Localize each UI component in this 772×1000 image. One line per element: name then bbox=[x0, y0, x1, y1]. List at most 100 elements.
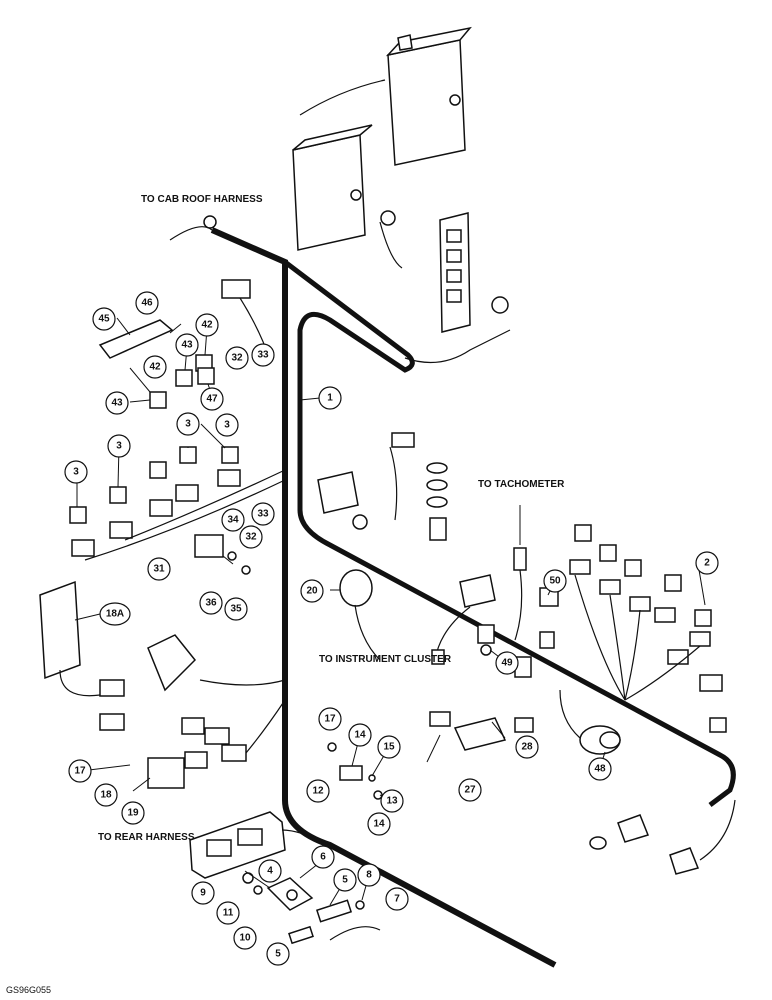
callout-number: 33 bbox=[257, 509, 269, 520]
callout-42: 42 bbox=[143, 355, 167, 379]
callout-number: 5 bbox=[342, 875, 348, 886]
callout-50: 50 bbox=[543, 569, 567, 593]
callout-49: 49 bbox=[495, 651, 519, 675]
callout-number: 18 bbox=[100, 790, 112, 801]
callout-number: 31 bbox=[153, 564, 165, 575]
callout-2: 2 bbox=[695, 551, 719, 575]
callout-circle bbox=[251, 502, 275, 526]
callout-17: 17 bbox=[318, 707, 342, 731]
callout-number: 49 bbox=[501, 658, 513, 669]
callout-number: 3 bbox=[224, 420, 230, 431]
callout-36: 36 bbox=[199, 591, 223, 615]
callout-number: 28 bbox=[521, 742, 533, 753]
callout-46: 46 bbox=[135, 291, 159, 315]
callout-17: 17 bbox=[68, 759, 92, 783]
callout-number: 20 bbox=[306, 586, 318, 597]
callout-number: 17 bbox=[74, 766, 86, 777]
callout-number: 42 bbox=[201, 320, 213, 331]
callout-number: 7 bbox=[394, 894, 400, 905]
callout-18a: 18A bbox=[99, 602, 131, 626]
callout-19: 19 bbox=[121, 801, 145, 825]
relay-mount-12 bbox=[327, 742, 383, 800]
callout-number: 19 bbox=[127, 808, 139, 819]
callout-circle bbox=[385, 887, 409, 911]
callout-circle bbox=[233, 926, 257, 950]
callout-33: 33 bbox=[251, 343, 275, 367]
module-18a bbox=[39, 580, 101, 697]
callout-circle bbox=[135, 291, 159, 315]
callout-number: 11 bbox=[223, 908, 234, 919]
callout-circle bbox=[588, 757, 612, 781]
callout-9: 9 bbox=[191, 881, 215, 905]
callout-circle bbox=[239, 525, 263, 549]
callout-circle bbox=[215, 413, 239, 437]
callout-circle bbox=[225, 346, 249, 370]
callout-number: 36 bbox=[205, 598, 217, 609]
rear-harness-connector bbox=[189, 811, 331, 879]
buzzer-20 bbox=[339, 569, 381, 661]
callout-14: 14 bbox=[367, 812, 391, 836]
callout-circle bbox=[266, 942, 290, 966]
callout-circle bbox=[147, 557, 171, 581]
callout-circle bbox=[695, 551, 719, 575]
callout-43: 43 bbox=[105, 391, 129, 415]
callout-5: 5 bbox=[266, 942, 290, 966]
callout-circle bbox=[199, 591, 223, 615]
callout-34: 34 bbox=[221, 508, 245, 532]
callout-number: 13 bbox=[386, 796, 398, 807]
callout-circle bbox=[94, 783, 118, 807]
callout-number: 34 bbox=[227, 515, 239, 526]
switches-49 bbox=[431, 624, 532, 678]
callout-circle bbox=[318, 386, 342, 410]
callout-number: 50 bbox=[549, 576, 561, 587]
callout-27: 27 bbox=[458, 778, 482, 802]
callout-48: 48 bbox=[588, 757, 612, 781]
callout-circle bbox=[333, 868, 357, 892]
callout-32: 32 bbox=[225, 346, 249, 370]
flasher-18 bbox=[147, 757, 185, 789]
callout-31: 31 bbox=[147, 557, 171, 581]
callout-number: 1 bbox=[327, 393, 333, 404]
callout-number: 48 bbox=[594, 764, 606, 775]
callout-number: 17 bbox=[324, 714, 336, 725]
callout-1: 1 bbox=[318, 386, 342, 410]
callout-5: 5 bbox=[333, 868, 357, 892]
callout-number: 14 bbox=[354, 730, 366, 741]
callout-circle bbox=[216, 901, 240, 925]
tachometer-lead bbox=[513, 505, 527, 641]
callout-circle bbox=[515, 735, 539, 759]
control-module-upper bbox=[385, 26, 472, 166]
callout-4: 4 bbox=[258, 859, 282, 883]
callout-number: 47 bbox=[206, 394, 218, 405]
cluster-connector bbox=[434, 574, 496, 661]
callout-circle bbox=[357, 863, 381, 887]
callout-18: 18 bbox=[94, 783, 118, 807]
callout-circle bbox=[92, 307, 116, 331]
callout-circle bbox=[200, 387, 224, 411]
callout-circle bbox=[311, 845, 335, 869]
label-rear-harness: TO REAR HARNESS bbox=[98, 832, 195, 843]
switch-50 bbox=[539, 587, 559, 649]
ignition-switch bbox=[589, 799, 736, 875]
callout-number: 3 bbox=[185, 419, 191, 430]
callout-number: 43 bbox=[181, 340, 193, 351]
callout-number: 5 bbox=[275, 949, 281, 960]
callout-circle bbox=[367, 812, 391, 836]
callout-28: 28 bbox=[515, 735, 539, 759]
callout-circle bbox=[458, 778, 482, 802]
callout-8: 8 bbox=[357, 863, 381, 887]
callout-circle bbox=[221, 508, 245, 532]
callout-number: 33 bbox=[257, 350, 269, 361]
callout-circle bbox=[175, 333, 199, 357]
solenoid-31 bbox=[194, 534, 251, 575]
connector-group-left bbox=[99, 634, 286, 769]
callout-13: 13 bbox=[380, 789, 404, 813]
callout-circle bbox=[176, 412, 200, 436]
callout-circle bbox=[348, 723, 372, 747]
callout-3: 3 bbox=[176, 412, 200, 436]
callout-15: 15 bbox=[377, 735, 401, 759]
callout-circle bbox=[191, 881, 215, 905]
